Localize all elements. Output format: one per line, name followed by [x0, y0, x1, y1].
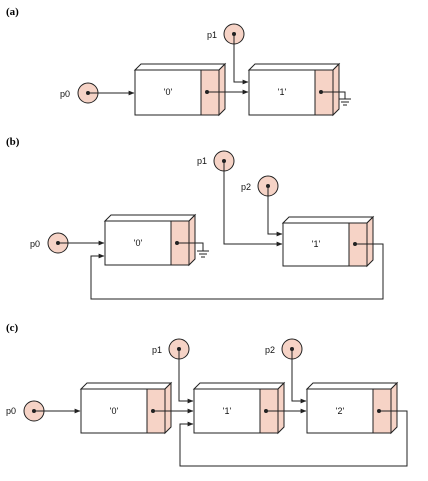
link-c-2-1: [179, 410, 408, 467]
pointer-a-p1: p1: [207, 23, 249, 85]
node-c-2: '2': [305, 381, 399, 435]
pointer-b-p2-label: p2: [241, 182, 251, 192]
pointer-c-p2-label: p2: [265, 345, 275, 355]
node-b-1: '1': [281, 215, 375, 268]
pointer-c-p1-label: p1: [152, 345, 162, 355]
pointer-b-p1: p1: [197, 150, 283, 247]
panel-a-label: (a): [6, 6, 19, 18]
node-c-0-value: '0': [110, 406, 119, 416]
node-c-1: '1': [192, 381, 286, 435]
node-c-1-value: '1': [223, 406, 232, 416]
panel-c-label: (c): [6, 322, 19, 334]
pointer-c-p0: p0: [6, 400, 81, 422]
node-b-0-value: '0': [134, 238, 143, 248]
pointer-b-p1-label: p1: [197, 156, 207, 166]
node-b-1-value: '1': [312, 239, 321, 249]
node-c-2-value: '2': [336, 406, 345, 416]
pointer-b-p0: p0: [30, 232, 105, 254]
pointer-a-p0: p0: [60, 82, 135, 104]
pointer-a-p0-label: p0: [60, 89, 70, 99]
node-a-0: '0': [133, 62, 227, 117]
panel-a: (a) '0' '1' p0 p1: [6, 6, 351, 117]
pointer-c-p0-label: p0: [6, 406, 16, 416]
pointer-c-p2: p2: [265, 338, 307, 404]
node-a-0-value: '0': [164, 87, 173, 97]
node-a-1: '1': [247, 62, 341, 117]
node-a-1-value: '1': [278, 87, 287, 97]
node-c-0: '0': [79, 381, 173, 435]
panel-c: (c) '0' '1' '2': [6, 322, 408, 467]
ground-a: [321, 91, 351, 106]
ground-b: [177, 242, 209, 258]
pointer-b-p0-label: p0: [30, 239, 40, 249]
link-b-1-0: [90, 243, 384, 300]
node-b-0: '0': [103, 213, 197, 267]
panel-b-label: (b): [6, 136, 20, 148]
panel-b: (b) '0' '1' p0 p1: [6, 136, 384, 300]
pointer-c-p1: p1: [152, 338, 194, 404]
pointer-b-p2: p2: [241, 175, 283, 237]
pointer-a-p1-label: p1: [207, 30, 217, 40]
